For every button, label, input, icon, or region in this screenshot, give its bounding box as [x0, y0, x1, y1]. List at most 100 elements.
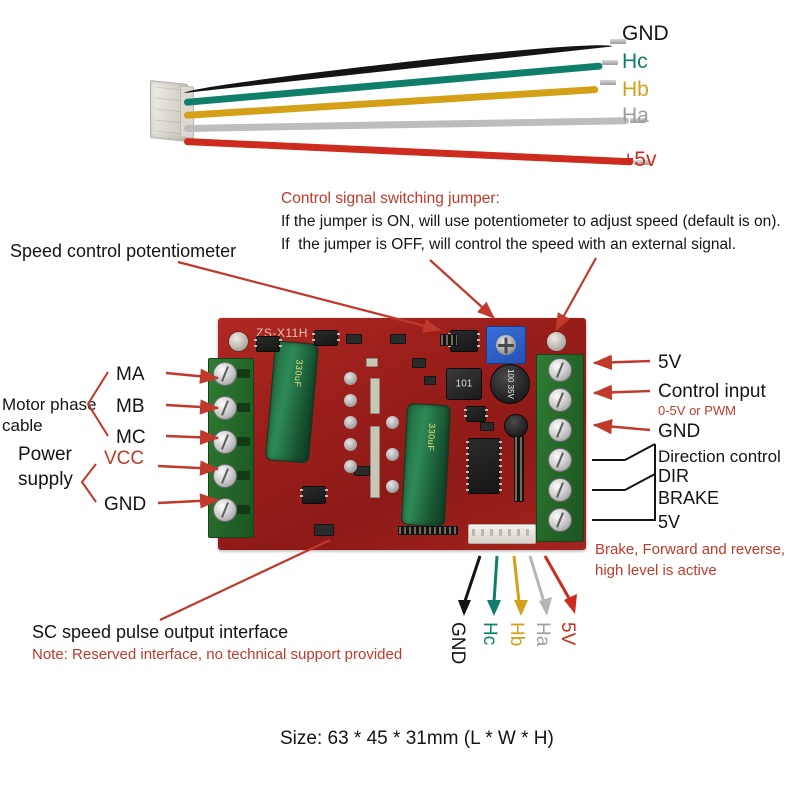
- right-terminal-sublabel-control-range: 0-5V or PWM: [658, 403, 737, 418]
- jumper-header[interactable]: [440, 334, 458, 346]
- arrow-pin-hb: [512, 555, 521, 603]
- terminal-screw-control-input: [548, 388, 572, 412]
- tb-left-slot: [237, 505, 250, 514]
- capacitor-small: [504, 414, 528, 438]
- driver-ic: [466, 438, 502, 494]
- smd-part: [370, 426, 380, 498]
- terminal-screw-brake: [548, 478, 572, 502]
- right-terminal-label-dir: DIR: [658, 466, 689, 486]
- wire-tip-hc: [602, 60, 618, 65]
- right-terminal-label-gnd: GND: [658, 421, 701, 442]
- trimpot-slot-v: [504, 337, 508, 353]
- terminal-screw-gnd-right: [548, 418, 572, 442]
- arrowhead-pin-hc: [487, 600, 501, 616]
- jumper-note-line2: If the jumper is OFF, will control the s…: [281, 236, 736, 253]
- tb-left-slot: [237, 471, 250, 480]
- right-terminal-label-5v-top: 5V: [658, 352, 682, 373]
- solder-pad: [344, 394, 357, 407]
- brake-note-line1: Brake, Forward and reverse,: [595, 541, 786, 558]
- motor-controller-pcb: ZS-X11H 330uF 330uF 100 35V: [208, 318, 586, 550]
- brake-note-line2: high level is active: [595, 562, 717, 579]
- cable-label-ha: Ha: [622, 104, 649, 127]
- hall-sensor-cable: [150, 20, 650, 180]
- left-terminal-label-gnd: GND: [104, 494, 147, 515]
- tb-left-slot: [237, 403, 250, 412]
- solder-pad: [344, 416, 357, 429]
- left-terminal-label-vcc: VCC: [104, 448, 145, 469]
- arrow-pin-5v: [543, 555, 572, 601]
- solder-pad: [344, 438, 357, 451]
- mosfet-q5: [464, 406, 488, 422]
- mosfet-q4: [300, 486, 328, 504]
- arrow-pin-gnd: [462, 555, 482, 605]
- smd-part: [366, 358, 378, 367]
- leader-potentiometer: [177, 260, 442, 333]
- mounting-hole-tr: [546, 331, 567, 352]
- bracket-motor-phase: [86, 371, 109, 437]
- arrowhead-pin-gnd: [458, 600, 471, 616]
- tb-left-slot: [237, 437, 250, 446]
- smd-part: [346, 334, 362, 344]
- arrow-mc: [165, 429, 220, 445]
- left-terminal-label-mb: MB: [116, 396, 145, 417]
- capacitor-100uf-35v: 100 35V: [490, 364, 530, 404]
- right-terminal-label-direction-control: Direction control: [658, 447, 781, 466]
- cable-label-gnd: GND: [622, 22, 669, 45]
- board-size-label: Size: 63 * 45 * 31mm (L * W * H): [280, 728, 554, 749]
- sc-interface-title: SC speed pulse output interface: [32, 622, 289, 642]
- solder-pad: [386, 448, 399, 461]
- smd-part: [370, 378, 380, 414]
- sc-output-connector: [468, 524, 536, 544]
- arrow-pin-ha: [528, 555, 546, 603]
- switch-common-rail: [592, 444, 656, 521]
- smd-part: [480, 422, 494, 431]
- pin-header-bottom: [398, 526, 458, 535]
- arrowhead-pin-hb: [514, 600, 528, 616]
- arrow-5v-top: [592, 354, 651, 371]
- wire-tip-gnd: [610, 39, 626, 44]
- leader-jumper-right: [555, 257, 597, 331]
- cable-label-5v: +5v: [622, 148, 657, 171]
- terminal-screw-5v-top: [548, 358, 572, 382]
- mounting-hole-tl: [228, 331, 249, 352]
- speed-potentiometer[interactable]: [486, 326, 526, 364]
- sc-interface-note: Note: Reserved interface, no technical s…: [32, 646, 403, 663]
- arrow-ma: [165, 368, 220, 384]
- solder-pad: [344, 372, 357, 385]
- arrow-vcc: [157, 460, 220, 476]
- arrow-gnd-right: [592, 418, 651, 435]
- solder-pad: [386, 416, 399, 429]
- mosfet-q2: [312, 330, 340, 346]
- solder-pad: [344, 460, 357, 473]
- power-supply-group-label: Power supply: [18, 444, 73, 490]
- jumper-note-line1: If the jumper is ON, will use potentiome…: [281, 213, 781, 230]
- inductor-label: 101: [455, 378, 473, 390]
- jumper-note-title: Control signal switching jumper:: [281, 190, 500, 207]
- wire-tip-5v: [634, 160, 650, 165]
- potentiometer-label: Speed control potentiometer: [10, 241, 237, 261]
- wire-tip-ha: [630, 118, 646, 123]
- cable-label-hb: Hb: [622, 78, 649, 101]
- bracket-power-supply: [80, 463, 97, 503]
- switch-lever-dir: [624, 443, 656, 461]
- leader-sc-interface: [159, 539, 331, 621]
- left-terminal-label-mc: MC: [116, 427, 146, 448]
- solder-pad: [386, 480, 399, 493]
- smd-part: [412, 358, 426, 368]
- right-terminal-label-brake: BRAKE: [658, 488, 720, 508]
- right-terminal-label-5v-bottom: 5V: [658, 512, 681, 532]
- smd-part: [424, 376, 436, 385]
- right-terminal-label-control-input: Control input: [658, 381, 766, 402]
- leader-jumper: [429, 259, 495, 319]
- smd-part: [314, 524, 334, 536]
- arrow-pin-hc: [492, 555, 499, 603]
- pin-header-right: [514, 436, 524, 502]
- arrow-gnd-left: [157, 493, 220, 509]
- smd-part: [390, 334, 406, 344]
- left-terminal-label-ma: MA: [116, 364, 145, 385]
- terminal-screw-dir: [548, 448, 572, 472]
- wire-tip-hb: [600, 80, 616, 85]
- arrow-mb: [165, 399, 220, 415]
- arrowhead-pin-ha: [539, 597, 552, 616]
